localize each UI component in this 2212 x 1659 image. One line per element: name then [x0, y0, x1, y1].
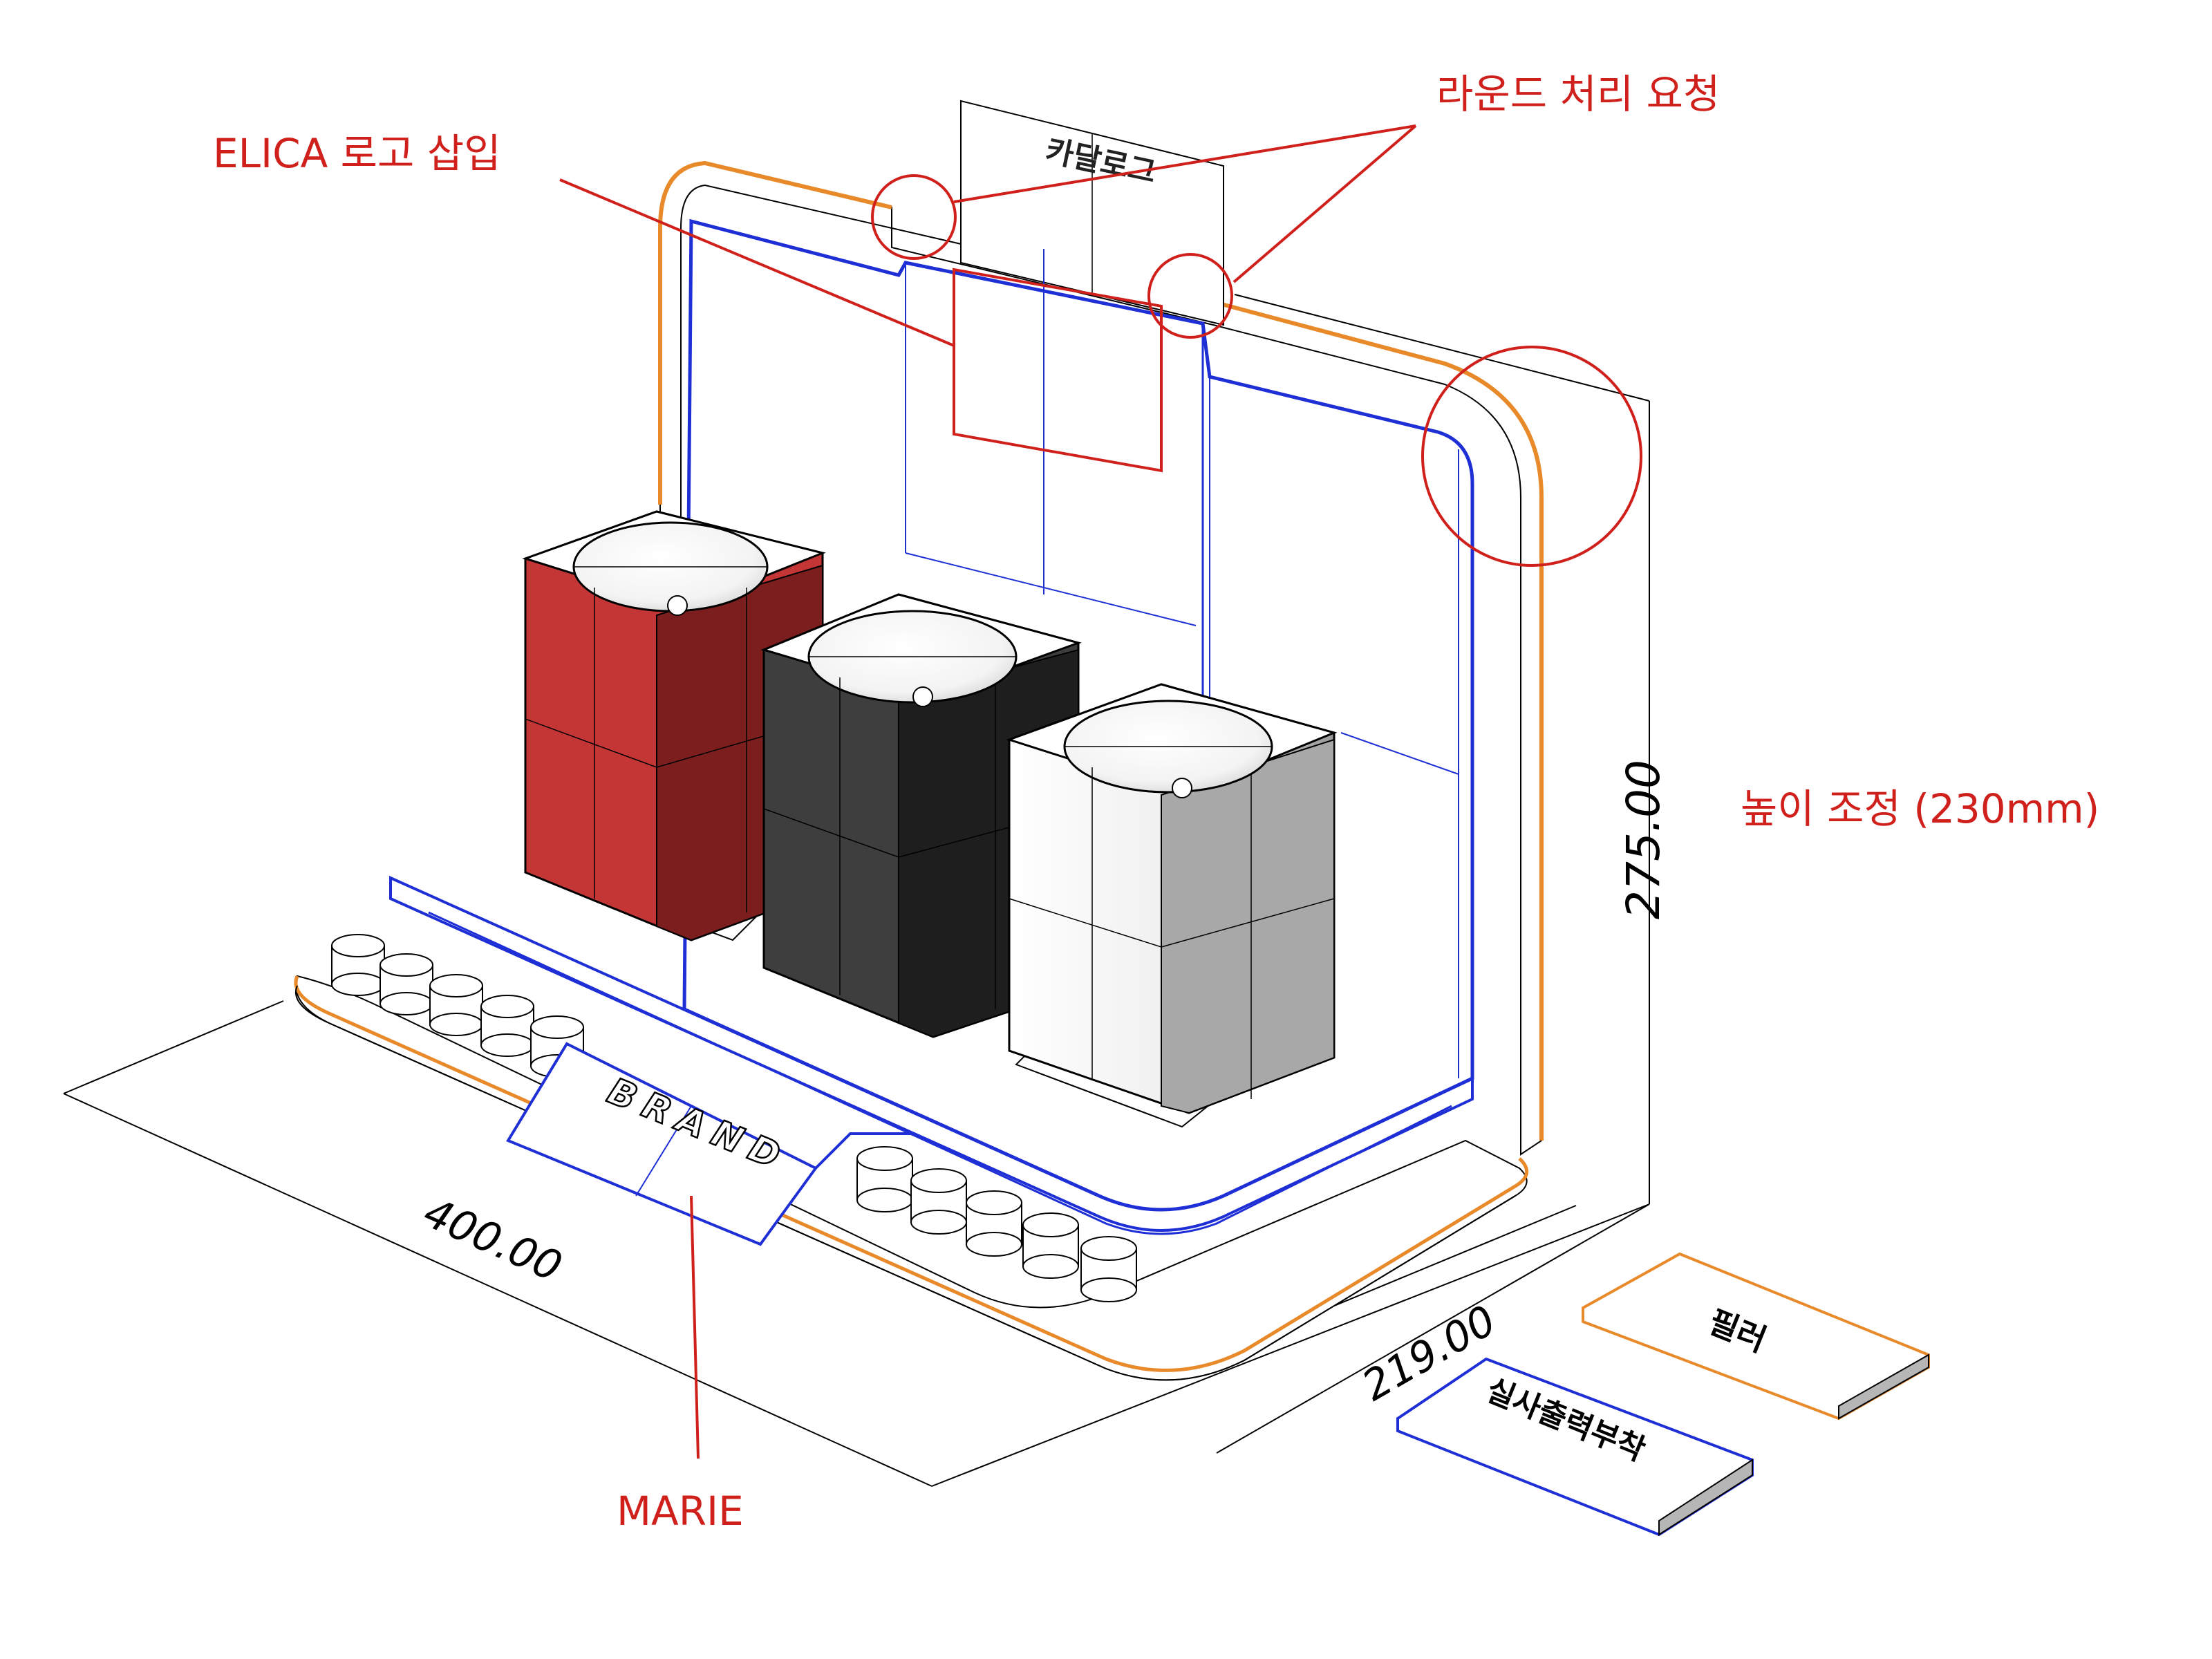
pegs-left [331, 934, 584, 1078]
annotation-marks [559, 124, 1642, 1459]
annotation-logo-insert: ELICA 로고 삽입 [213, 130, 501, 177]
dimension-height: 275.00 [1617, 760, 1670, 919]
dimension-depth: 400.00 [417, 1188, 569, 1291]
round-circle-big [1421, 346, 1642, 567]
round-circle-left [871, 174, 957, 260]
back-panel [658, 160, 1544, 1156]
annotation-height-adjust: 높이 조정 (230mm) [1741, 785, 2099, 832]
logo-box [953, 268, 1163, 473]
blue-box: 실사출력부착 [1396, 1357, 1754, 1537]
round-circle-mid [1147, 253, 1233, 339]
white-product [1006, 683, 1338, 1128]
pegs-right [856, 1146, 1137, 1302]
annotation-marie: MARIE [617, 1488, 744, 1535]
annotation-round-request: 라운드 처리 요청 [1436, 71, 1720, 118]
orange-box: 필러 [1582, 1252, 1930, 1421]
